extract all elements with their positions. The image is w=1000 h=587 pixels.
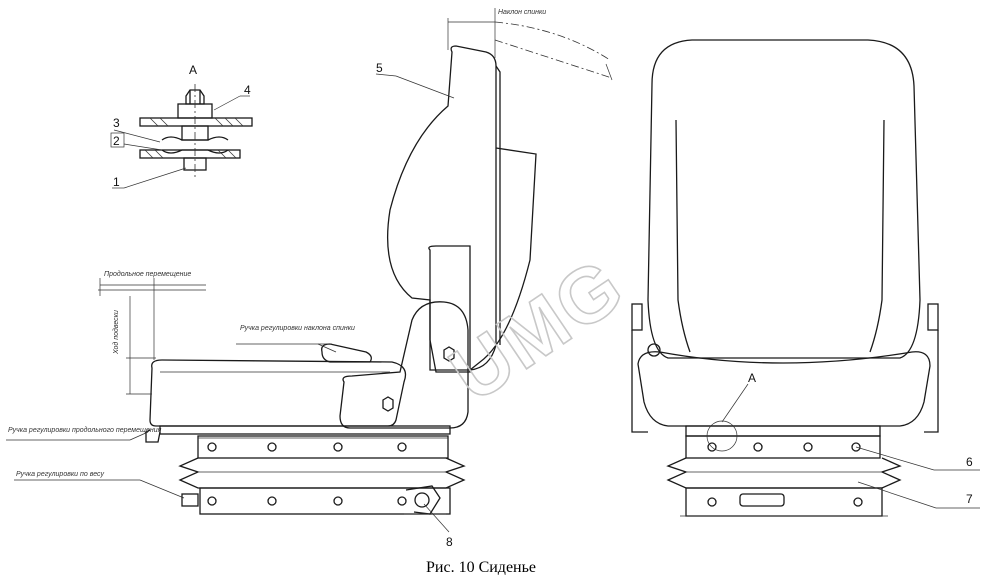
figure-caption: Рис. 10 Сиденье bbox=[426, 559, 536, 576]
callout-6: 6 bbox=[966, 455, 973, 469]
note-backrest-handle: Ручка регулировки наклона спинки bbox=[240, 325, 355, 332]
callout-2: 2 bbox=[113, 134, 120, 148]
detail-a-marker: А bbox=[748, 371, 756, 385]
note-longitudinal-move: Продольное перемещение bbox=[104, 270, 191, 278]
watermark-logo: UMG bbox=[434, 240, 639, 418]
callout-7: 7 bbox=[966, 492, 973, 506]
note-backrest-tilt: Наклон спинки bbox=[498, 9, 546, 16]
note-weight-handle: Ручка регулировки по весу bbox=[16, 471, 104, 478]
callout-5: 5 bbox=[376, 61, 383, 75]
detail-view-a: А 4 3 2 1 bbox=[110, 63, 253, 189]
note-longitudinal-handle: Ручка регулировки продольного перемещени… bbox=[8, 426, 162, 434]
front-view: А 6 7 bbox=[631, 39, 980, 517]
callout-1: 1 bbox=[113, 175, 120, 189]
note-height-adjust: Ход подвески bbox=[112, 310, 120, 355]
side-view: Наклон спинки bbox=[6, 8, 613, 549]
callout-3: 3 bbox=[113, 116, 120, 130]
callout-4: 4 bbox=[244, 83, 251, 97]
callout-8: 8 bbox=[446, 535, 453, 549]
detail-a-title: А bbox=[189, 63, 197, 77]
